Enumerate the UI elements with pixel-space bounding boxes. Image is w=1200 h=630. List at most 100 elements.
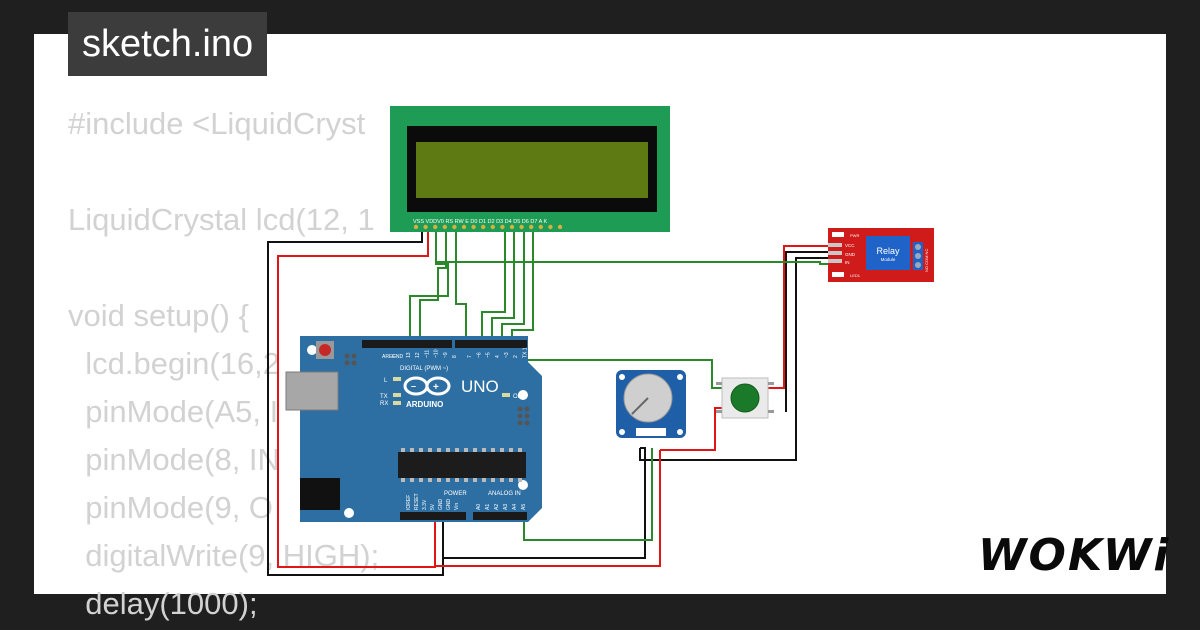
chip-pin <box>428 478 432 482</box>
digital-pin-label: 4 <box>495 355 501 358</box>
chip-pin <box>419 448 423 452</box>
code-line: pinMode(A5, I <box>68 394 279 429</box>
wire-d4 <box>481 228 506 340</box>
pot-indicator <box>631 397 649 415</box>
power-pin-label: IOREF <box>406 495 412 510</box>
push-button[interactable] <box>716 377 774 419</box>
chip-pin <box>401 478 405 482</box>
chip-pin <box>473 478 477 482</box>
digital-pin-label: ~10 <box>434 349 440 358</box>
led1-label: LED1 <box>850 273 861 278</box>
wokwi-logo[interactable]: WOKWi <box>978 530 1171 581</box>
lcd-pin <box>423 224 428 230</box>
analog-pin-label: A3 <box>503 504 509 510</box>
wire-d6 <box>501 228 525 340</box>
led-l-label: L <box>384 378 388 384</box>
digital-pin-label: 7 <box>467 355 473 358</box>
chip-pin <box>401 448 405 452</box>
analog-pin-label: A5 <box>521 504 527 510</box>
code-editor[interactable]: #include <LiquidCryst LiquidCrystal lcd(… <box>34 34 1166 621</box>
power-label: POWER <box>444 491 467 497</box>
relay-subtitle: Module <box>881 257 896 262</box>
power-pin-label: RESET <box>414 493 420 510</box>
relay-module[interactable]: Relay Module NO COM NC PWR LED1 VCC GND … <box>828 228 934 282</box>
digital-pin-label: RX 0 <box>532 347 538 358</box>
power-jack <box>300 478 340 510</box>
lcd-display[interactable]: VSS VDDV0 RS RW E D0 D1 D2 D3 D4 D5 D6 D… <box>390 106 670 232</box>
header-digital-low <box>455 340 527 348</box>
relay-contacts: NO COM NC <box>924 249 929 272</box>
mount-hole <box>518 480 528 490</box>
button-cap[interactable] <box>730 383 760 413</box>
chip-pin <box>446 448 450 452</box>
wire-gnd-button <box>785 251 830 412</box>
code-line: #include <LiquidCryst <box>68 106 366 141</box>
reset-button[interactable] <box>319 344 331 356</box>
digital-pin-label: 12 <box>415 352 421 358</box>
digital-pin-label: ~9 <box>443 352 449 358</box>
mcu-chip <box>398 452 526 478</box>
analog-label: ANALOG IN <box>488 491 521 497</box>
gnd-label: GND <box>392 354 404 360</box>
lcd-pin <box>471 224 476 230</box>
wire-d5 <box>491 228 515 340</box>
potentiometer[interactable] <box>616 370 686 438</box>
chip-pin <box>437 448 441 452</box>
header-digital-high <box>362 340 452 348</box>
relay-pin-gnd: GND <box>845 252 856 257</box>
power-pin-label: GND <box>446 499 452 511</box>
analog-pin-label: A1 <box>485 504 491 510</box>
mount-hole <box>307 345 317 355</box>
chip-pin <box>482 478 486 482</box>
wire-pot-a5 <box>523 448 653 541</box>
icsp-header-2 <box>344 353 357 366</box>
relay-block <box>866 236 910 270</box>
digital-pin-label: ~11 <box>424 350 430 358</box>
led-tx-label: TX <box>380 394 388 400</box>
chip-pin <box>518 448 522 452</box>
arduino-logo: – + <box>403 376 451 396</box>
digital-pin-label: ~5 <box>486 352 492 358</box>
digital-pin-label: 8 <box>452 355 458 358</box>
chip-pin <box>518 478 522 482</box>
mount-hole <box>344 508 354 518</box>
pwr-led <box>832 232 844 237</box>
board-model: UNO <box>461 377 499 396</box>
chip-pin <box>410 448 414 452</box>
lcd-pin <box>490 224 495 230</box>
wire-button-pin8 <box>460 359 722 389</box>
mount-hole <box>518 390 528 400</box>
lcd-pins: VSS VDDV0 RS RW E D0 D1 D2 D3 D4 D5 D6 D… <box>413 219 563 230</box>
analog-pin-label: A2 <box>494 504 500 510</box>
lcd-pin <box>481 224 486 230</box>
lcd-pin <box>452 224 457 230</box>
chip-pin <box>410 478 414 482</box>
chip-pin <box>491 448 495 452</box>
chip-pin <box>500 448 504 452</box>
chip-pin <box>491 478 495 482</box>
code-line: pinMode(8, IN <box>68 442 280 477</box>
analog-pin-label: A4 <box>512 504 518 510</box>
code-line: lcd.begin(16,2 <box>68 346 280 381</box>
lcd-pin <box>519 224 524 230</box>
lcd-pin <box>509 224 515 230</box>
code-line: pinMode(9, O <box>68 490 274 525</box>
chip-pin <box>446 478 450 482</box>
chip-pin <box>482 448 486 452</box>
svg-text:–: – <box>411 381 416 391</box>
chip-pin <box>455 448 459 452</box>
aref-label: AREF <box>382 354 395 360</box>
lcd-pin <box>461 224 467 230</box>
wire-5v-pot <box>434 450 661 567</box>
chip-pin <box>464 478 468 482</box>
chip-pin <box>437 478 441 482</box>
led-l <box>393 377 401 381</box>
led-on-label: ON <box>513 394 522 400</box>
header-analog <box>473 512 527 520</box>
wire-gnd-pot <box>442 447 646 559</box>
file-tab[interactable]: sketch.ino <box>68 12 268 76</box>
chip-pin <box>473 448 477 452</box>
